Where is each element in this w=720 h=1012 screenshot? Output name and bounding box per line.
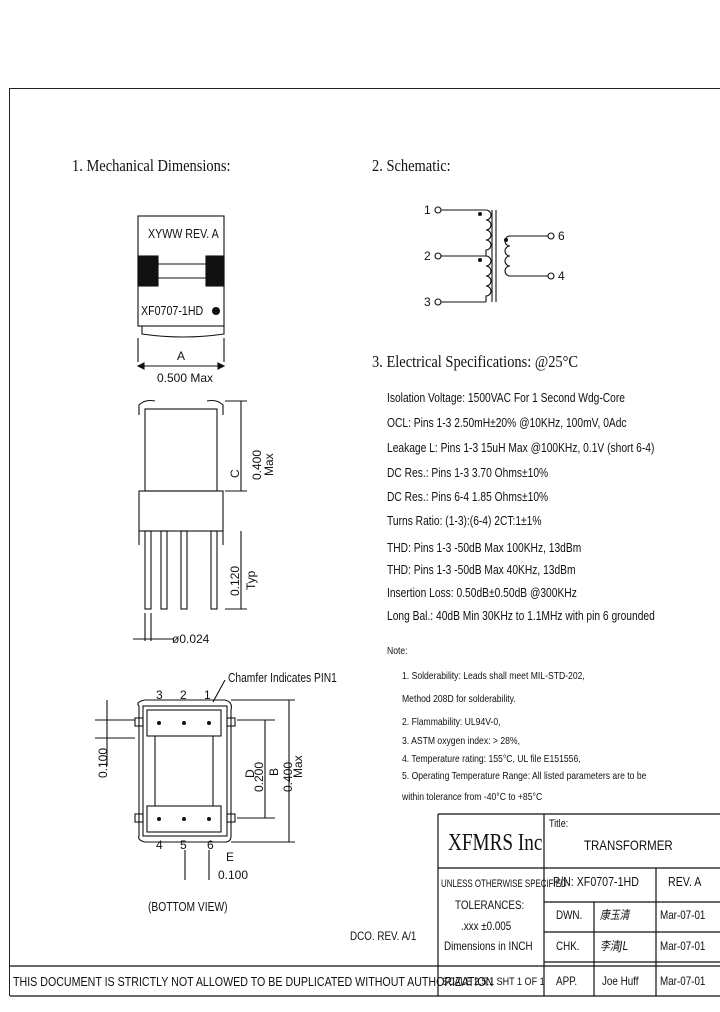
top-view-drawing: [136, 215, 226, 370]
spec-line: DC Res.: Pins 6-4 1.85 Ohms±10%: [387, 490, 549, 504]
spec-line: OCL: Pins 1-3 2.50mH±20% @10KHz, 100mV, …: [387, 416, 627, 430]
bottom-view-caption: (BOTTOM VIEW): [148, 900, 228, 914]
scale-sheet: SCALE 2.5:1 SHT 1 OF 1: [442, 976, 545, 988]
pin-label-6: 6: [207, 838, 214, 852]
note-line: 4. Temperature rating: 155°C, UL file E1…: [402, 753, 581, 765]
note-line: 5. Operating Temperature Range: All list…: [402, 770, 647, 782]
note-line: Method 208D for solderability.: [402, 693, 516, 705]
note-line: 1. Solderability: Leads shall meet MIL-S…: [402, 670, 585, 682]
chk-date: Mar-07-01: [660, 939, 706, 953]
schematic-pin-3: 3: [424, 295, 431, 309]
pin-label-4: 4: [156, 838, 163, 852]
spec-line: Turns Ratio: (1-3):(6-4) 2CT:1±1%: [387, 514, 542, 528]
dwn-name: 康玉清: [600, 908, 630, 922]
mechanical-heading: 1. Mechanical Dimensions:: [72, 156, 231, 175]
schematic-heading: 2. Schematic:: [372, 156, 451, 175]
chamfer-note: Chamfer Indicates PIN1: [228, 671, 337, 685]
dim-e-letter: E: [226, 850, 235, 864]
note-line: 2. Flammability: UL94V-0,: [402, 716, 501, 728]
schematic-drawing: [434, 206, 555, 306]
title-value: TRANSFORMER: [584, 837, 673, 853]
dim-pin-suffix: Typ: [244, 570, 258, 590]
dco-rev: DCO. REV. A/1: [350, 929, 417, 943]
note-line: 3. ASTM oxygen index: > 28%,: [402, 735, 520, 747]
top-marking-line2: XF0707-1HD: [141, 303, 204, 318]
side-view-drawing: [133, 399, 247, 641]
top-marking-line1: XYWW REV. A: [148, 226, 219, 241]
dim-diameter: ø0.024: [172, 632, 210, 646]
dimensions-unit: Dimensions in INCH: [444, 939, 533, 953]
pin-label-1: 1: [204, 688, 211, 702]
chk-name: 李清JL: [600, 939, 629, 953]
note-line: within tolerance from -40°C to +85°C: [402, 791, 543, 803]
dim-b-suffix: Max: [291, 755, 305, 778]
app-date: Mar-07-01: [660, 974, 706, 988]
schematic-pin-4: 4: [558, 269, 565, 283]
bottom-view-drawing: [95, 680, 295, 880]
dim-pitch: 0.100: [96, 747, 110, 778]
schematic-pin-2: 2: [424, 249, 431, 263]
app-label: APP.: [556, 974, 578, 988]
dwn-label: DWN.: [556, 908, 583, 922]
company-name: XFMRS Inc: [448, 830, 543, 856]
tolerances-label: TOLERANCES:: [455, 898, 525, 912]
pin-label-3: 3: [156, 688, 163, 702]
app-name: Joe Huff: [602, 974, 639, 988]
pin-label-2: 2: [180, 688, 187, 702]
spec-line: THD: Pins 1-3 -50dB Max 40KHz, 13dBm: [387, 563, 576, 577]
notes-title: Note:: [387, 645, 408, 657]
title-block-grid: [10, 813, 720, 997]
title-label: Title:: [549, 818, 569, 830]
dim-pin-value: 0.120: [228, 565, 242, 596]
schematic-pin-1: 1: [424, 203, 431, 217]
dwn-date: Mar-07-01: [660, 908, 706, 922]
dim-a-letter: A: [177, 349, 186, 363]
dim-d-value: 0.200: [252, 761, 266, 792]
chk-label: CHK.: [556, 939, 580, 953]
spec-line: Isolation Voltage: 1500VAC For 1 Second …: [387, 391, 625, 405]
frame-top-line: [10, 88, 720, 89]
electrical-heading: 3. Electrical Specifications: @25°C: [372, 352, 579, 371]
dim-a-value: 0.500 Max: [157, 371, 214, 385]
dim-e-value: 0.100: [218, 868, 249, 882]
dim-b-letter: B: [267, 767, 281, 776]
tolerance-value: .xxx ±0.005: [461, 919, 512, 933]
part-number: P/N: XF0707-1HD: [553, 874, 639, 889]
schematic-pin-6: 6: [558, 229, 565, 243]
tolerance-header: UNLESS OTHERWISE SPECIFIED: [441, 878, 567, 890]
spec-line: Insertion Loss: 0.50dB±0.50dB @300KHz: [387, 586, 577, 600]
spec-line: DC Res.: Pins 1-3 3.70 Ohms±10%: [387, 466, 549, 480]
revision: REV. A: [668, 874, 702, 889]
dim-c-suffix: Max: [262, 453, 276, 476]
spec-line: THD: Pins 1-3 -50dB Max 100KHz, 13dBm: [387, 541, 582, 555]
frame-left-line: [9, 88, 10, 996]
footer-notice: THIS DOCUMENT IS STRICTLY NOT ALLOWED TO…: [13, 974, 494, 989]
pin-label-5: 5: [180, 838, 187, 852]
spec-line: Leakage L: Pins 1-3 15uH Max @100KHz, 0.…: [387, 441, 655, 455]
spec-line: Long Bal.: 40dB Min 30KHz to 1.1MHz with…: [387, 609, 655, 623]
dim-c-letter: C: [228, 469, 242, 478]
